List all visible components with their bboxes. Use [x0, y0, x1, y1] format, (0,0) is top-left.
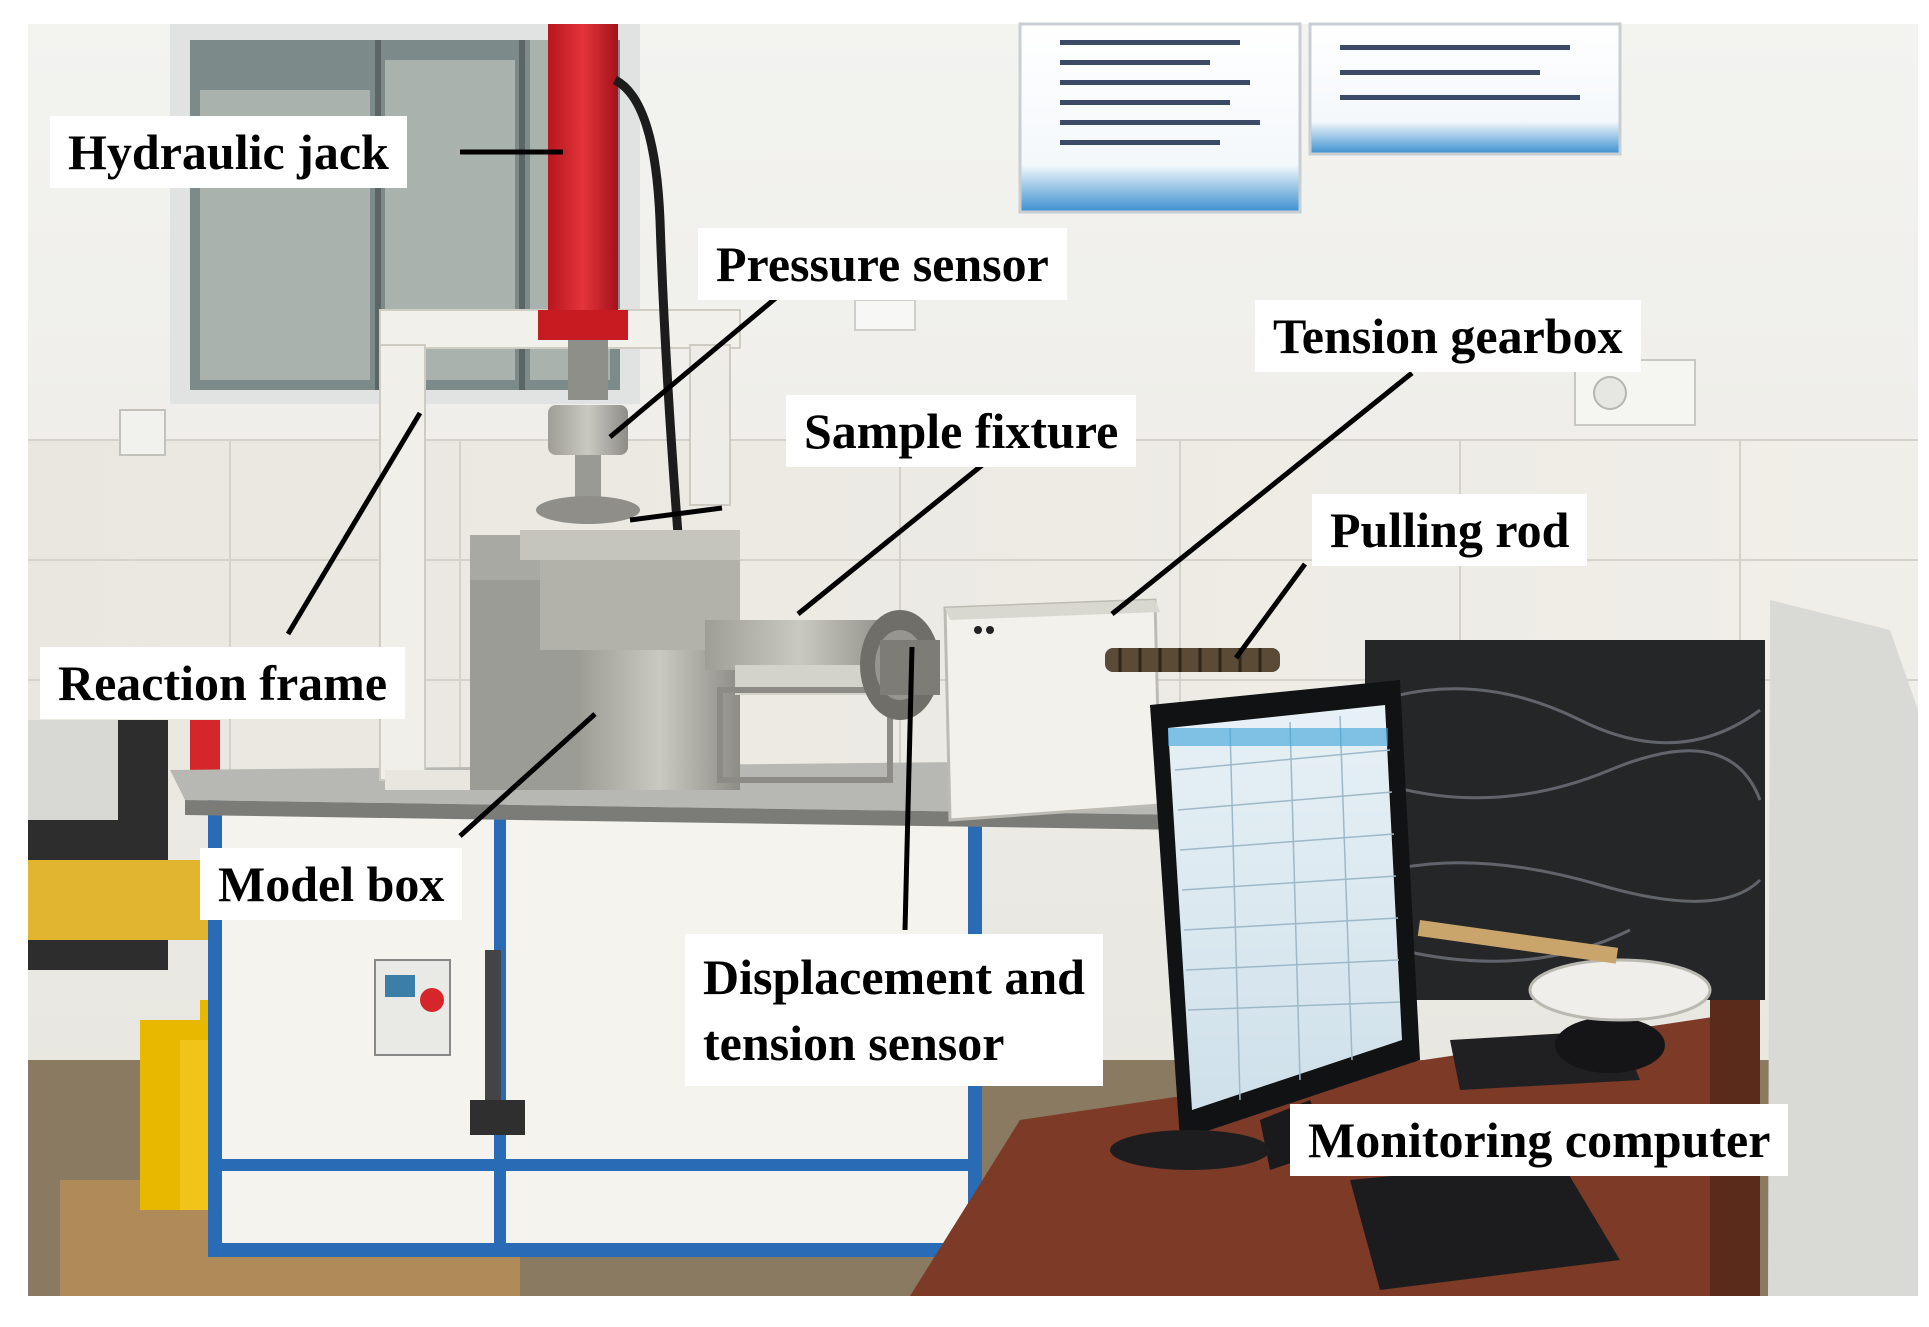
label-displacement-line1: Displacement and — [703, 949, 1085, 1005]
label-model-box: Model box — [200, 848, 463, 920]
label-displacement-line2: tension sensor — [703, 1015, 1005, 1071]
label-pulling-rod: Pulling rod — [1312, 494, 1588, 566]
label-displacement-tension-sensor: Displacement and tension sensor — [685, 934, 1103, 1086]
label-tension-gearbox: Tension gearbox — [1255, 300, 1641, 372]
label-sample-fixture: Sample fixture — [786, 395, 1137, 467]
label-monitoring-computer: Monitoring computer — [1290, 1104, 1789, 1176]
label-reaction-frame: Reaction frame — [40, 647, 406, 719]
label-hydraulic-jack: Hydraulic jack — [50, 116, 407, 188]
label-pressure-sensor: Pressure sensor — [698, 228, 1067, 300]
